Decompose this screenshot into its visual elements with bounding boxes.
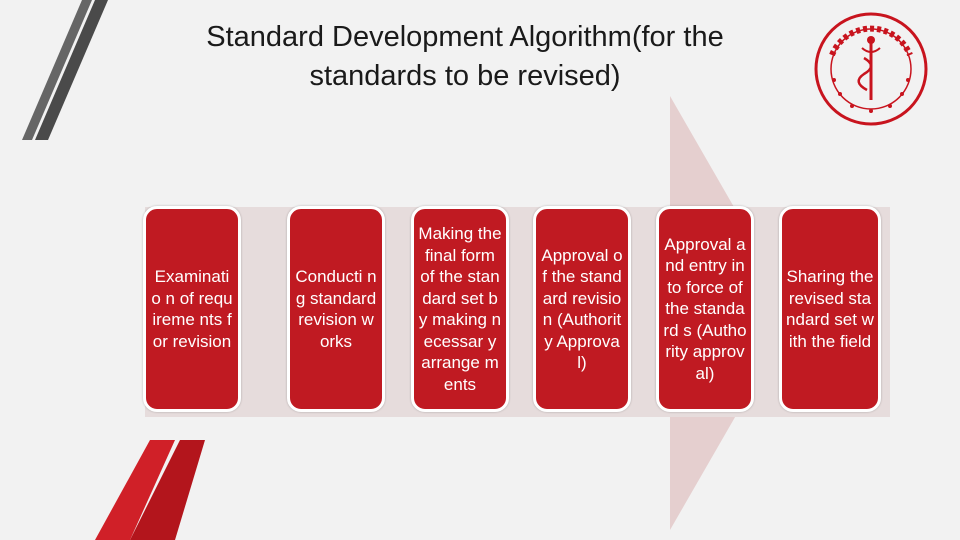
step-label: Making the final form of the standard se…	[418, 224, 502, 394]
red-stripe-bottom	[130, 440, 205, 540]
page-title: Standard Development Algorithm(for the s…	[206, 21, 724, 92]
dark-stripe-top-2	[22, 0, 92, 140]
step-label: Conducti ng standard revision works	[295, 267, 377, 351]
steps-band	[145, 207, 890, 417]
step-approval-revision: Approval of the standard revision (Autho…	[533, 206, 631, 412]
step-label: Approval and entry into force of the sta…	[663, 234, 747, 383]
step-label: Approval of the standard revision (Autho…	[541, 245, 623, 373]
step-approval-entry: Approval and entry into force of the sta…	[656, 206, 754, 412]
ministry-logo	[814, 12, 928, 126]
red-stripe-bottom-2	[95, 440, 175, 540]
dark-stripe-top	[35, 0, 108, 140]
step-final-form: Making the final form of the standard se…	[411, 206, 509, 412]
step-label: Examinatio n of requireme nts for revisi…	[151, 267, 233, 351]
step-conducting: Conducti ng standard revision works	[287, 206, 385, 412]
step-label: Sharing the revised standard set with th…	[786, 267, 874, 351]
step-examination: Examinatio n of requireme nts for revisi…	[143, 206, 241, 412]
step-sharing: Sharing the revised standard set with th…	[779, 206, 881, 412]
